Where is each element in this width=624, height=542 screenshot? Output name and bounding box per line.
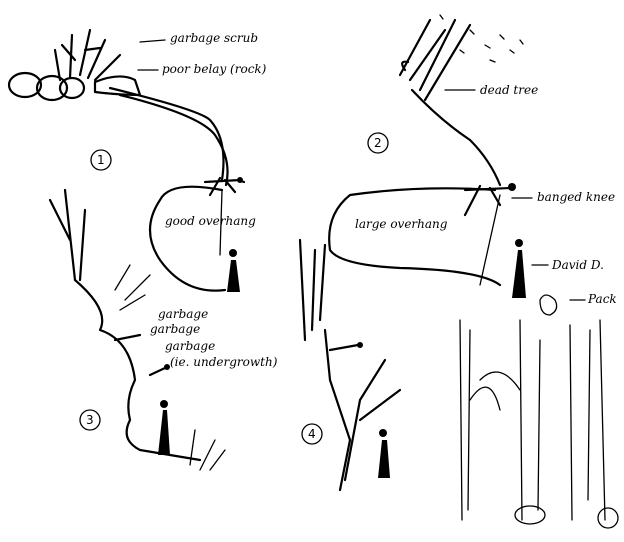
- panel-number-circle: [79, 409, 101, 431]
- label-poor-belay: poor belay (rock): [162, 62, 267, 76]
- label-large-overhang: large overhang: [355, 217, 448, 231]
- panel-number: 3: [86, 413, 94, 427]
- cliff: [323, 328, 352, 492]
- undergrowth: [114, 264, 226, 471]
- panel-1: garbage scrub poor belay (rock) good ove…: [7, 28, 267, 292]
- climber-head: [164, 364, 170, 370]
- panel-number-circle: [90, 149, 112, 171]
- label-banged-knee: banged knee: [537, 190, 615, 204]
- belayer-figure: [158, 410, 170, 455]
- climber: [203, 176, 246, 197]
- label-garbage-3: garbage: [165, 339, 215, 353]
- panel-3: garbage garbage garbage (ie. undergrowth…: [48, 188, 278, 471]
- panel-number: 2: [374, 136, 382, 150]
- small-tree: [343, 358, 402, 482]
- label-dead-tree: dead tree: [480, 83, 538, 97]
- panel-2: dead tree banged knee large overhang Dav…: [328, 14, 617, 316]
- panel-number: 1: [97, 153, 105, 167]
- pack: [539, 294, 558, 316]
- rope: [108, 86, 225, 182]
- label-david: David D.: [551, 258, 604, 272]
- label-pack: Pack: [587, 292, 617, 306]
- rope: [118, 93, 229, 187]
- scrub-bush: [53, 28, 122, 82]
- label-garbage-scrub: garbage scrub: [170, 31, 258, 45]
- label-garbage-1: garbage: [158, 307, 208, 321]
- cliff-overhang: [149, 185, 227, 292]
- cliff: [73, 278, 202, 462]
- panel-number-circle: [367, 132, 389, 154]
- climber: [113, 333, 167, 377]
- panel-4: 4: [298, 238, 619, 529]
- rope-down: [219, 189, 223, 256]
- climber-head: [508, 183, 516, 191]
- tree: [48, 188, 87, 282]
- tree: [298, 238, 327, 342]
- large-overhang: [328, 187, 502, 287]
- rope: [410, 88, 502, 187]
- falling-debris: [439, 14, 524, 63]
- rock: [597, 507, 619, 529]
- panel-number: 4: [308, 427, 316, 441]
- rock: [514, 505, 546, 525]
- dead-tree: [398, 18, 472, 102]
- belay-rock: [93, 75, 142, 97]
- david-figure: [512, 250, 526, 298]
- forest: [459, 319, 606, 521]
- belayer-figure: [378, 440, 390, 478]
- belayer-head: [379, 429, 387, 437]
- david-head: [515, 239, 523, 247]
- panel-number-circle: [301, 423, 323, 445]
- belayer-head: [229, 249, 237, 257]
- belayer-head: [160, 400, 168, 408]
- label-good-overhang: good overhang: [165, 214, 256, 228]
- arrow-scrub: [139, 39, 166, 43]
- belayer-figure: [227, 260, 240, 292]
- rock-2: [35, 74, 69, 102]
- label-undergrowth: (ie. undergrowth): [170, 355, 278, 369]
- climber: [328, 343, 360, 352]
- climber-head: [237, 177, 243, 183]
- rope-down: [479, 194, 501, 286]
- rock-1: [7, 71, 43, 99]
- climber-head: [357, 342, 363, 348]
- label-garbage-2: garbage: [150, 322, 200, 336]
- rock-3: [58, 76, 86, 100]
